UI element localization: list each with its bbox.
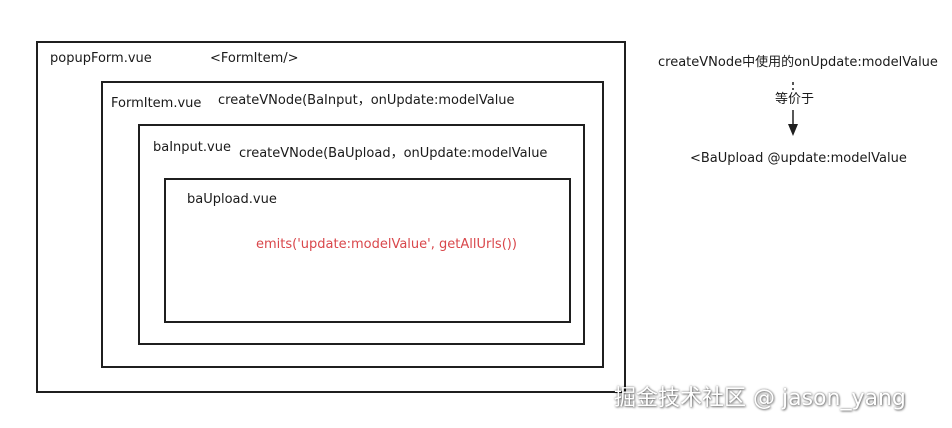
popup-form-title: popupForm.vue: [50, 51, 152, 66]
arrow-head: [788, 124, 798, 136]
popup-form-tag: <FormItem/>: [210, 51, 299, 66]
note-top: createVNode中使用的onUpdate:modelValue: [658, 55, 938, 70]
popup-form-box: [36, 41, 626, 393]
ba-upload-box: [164, 178, 571, 323]
ba-input-call: createVNode(BaUpload，onUpdate:modelValue: [239, 146, 548, 161]
ba-upload-emit: emits('update:modelValue', getAllUrls()): [256, 237, 517, 252]
ba-input-box: [138, 124, 585, 345]
form-item-box: [101, 81, 604, 368]
watermark: 掘金技术社区 @ jason_yang: [614, 386, 906, 411]
form-item-title: FormItem.vue: [111, 96, 202, 111]
note-middle: 等价于: [775, 92, 815, 107]
form-item-call: createVNode(BaInput，onUpdate:modelValue: [218, 93, 515, 108]
ba-upload-title: baUpload.vue: [187, 192, 277, 207]
ba-input-title: baInput.vue: [153, 140, 231, 155]
note-bottom: <BaUpload @update:modelValue: [690, 151, 907, 166]
